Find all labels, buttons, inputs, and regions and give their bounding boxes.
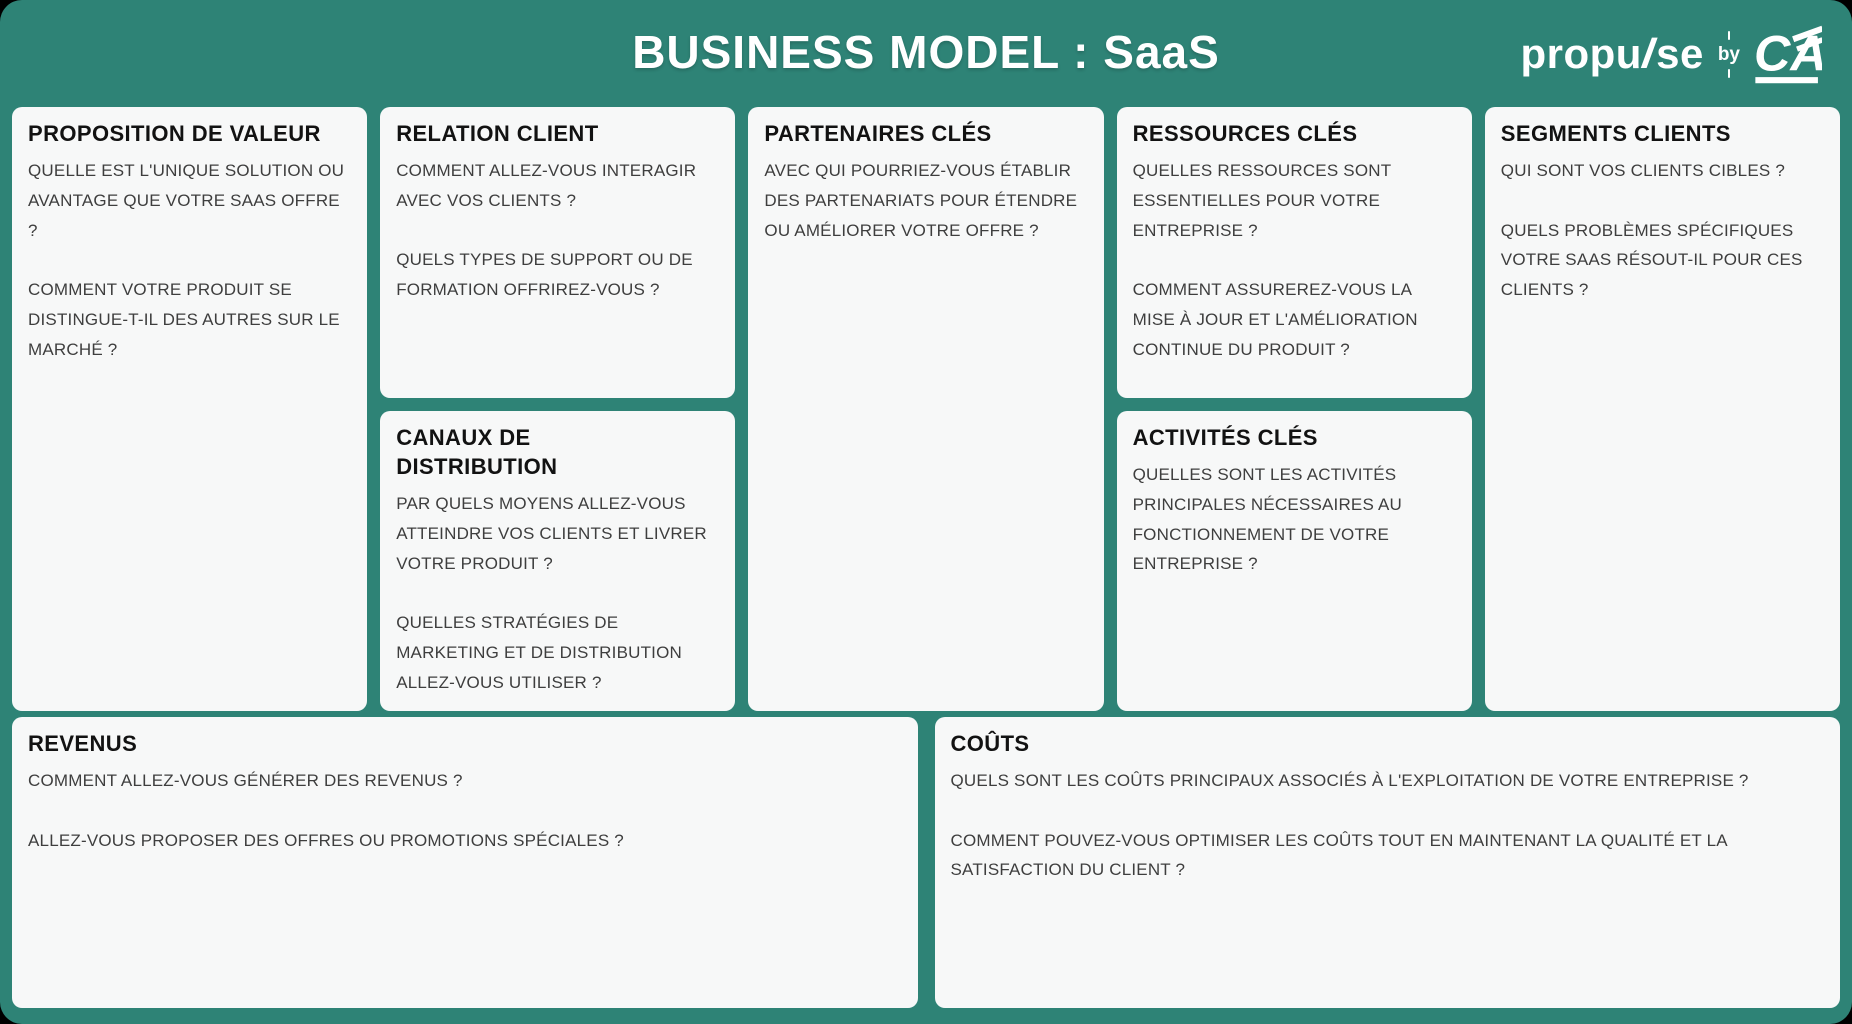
card-body: AVEC QUI POURRIEZ-VOUS ÉTABLIR DES PARTE… — [764, 161, 1078, 240]
wordmark-post: se — [1656, 30, 1704, 77]
card-body: QUELLES RESSOURCES SONT ESSENTIELLES POU… — [1132, 161, 1418, 359]
card-revenus: REVENUS COMMENT ALLEZ-VOUS GÉNÉRER DES R… — [12, 717, 918, 1008]
column-relation-canaux: RELATION CLIENT COMMENT ALLEZ-VOUS INTER… — [380, 107, 736, 712]
card-body: PAR QUELS MOYENS ALLEZ-VOUS ATTEINDRE VO… — [396, 494, 707, 692]
card-title: REVENUS — [28, 731, 138, 756]
by-dash-bottom-icon — [1727, 68, 1730, 78]
card-title: ACTIVITÉS CLÉS — [1132, 425, 1318, 450]
card-body: QUELLE EST L'UNIQUE SOLUTION OU AVANTAGE… — [28, 161, 345, 359]
by-dash-top-icon — [1727, 30, 1730, 40]
card-title: PROPOSITION DE VALEUR — [28, 121, 321, 146]
by-label: by — [1717, 43, 1740, 65]
card-canaux-de-distribution: CANAUX DE DISTRIBUTION PAR QUELS MOYENS … — [380, 411, 736, 712]
column-ressources-activites: RESSOURCES CLÉS QUELLES RESSOURCES SONT … — [1116, 107, 1472, 712]
card-activites-cles: ACTIVITÉS CLÉS QUELLES SONT LES ACTIVITÉ… — [1116, 411, 1472, 712]
card-body: COMMENT ALLEZ-VOUS GÉNÉRER DES REVENUS ?… — [28, 771, 624, 850]
card-segments-clients: SEGMENTS CLIENTS QUI SONT VOS CLIENTS CI… — [1484, 107, 1840, 712]
card-proposition-de-valeur: PROPOSITION DE VALEUR QUELLE EST L'UNIQU… — [12, 107, 368, 712]
card-ressources-cles: RESSOURCES CLÉS QUELLES RESSOURCES SONT … — [1116, 107, 1472, 398]
card-body: QUI SONT VOS CLIENTS CIBLES ? QUELS PROB… — [1500, 161, 1803, 300]
card-title: SEGMENTS CLIENTS — [1500, 121, 1731, 146]
card-body: QUELLES SONT LES ACTIVITÉS PRINCIPALES N… — [1132, 465, 1403, 574]
by-separator: by — [1717, 30, 1740, 78]
card-title: RELATION CLIENT — [396, 121, 599, 146]
credit-agricole-logo-icon: CA — [1754, 24, 1822, 84]
card-title: RESSOURCES CLÉS — [1132, 121, 1358, 146]
card-partenaires-cles: PARTENAIRES CLÉS AVEC QUI POURRIEZ-VOUS … — [748, 107, 1104, 712]
card-title: COÛTS — [950, 731, 1030, 756]
wordmark-pre: propu — [1520, 30, 1642, 77]
card-relation-client: RELATION CLIENT COMMENT ALLEZ-VOUS INTER… — [380, 107, 736, 398]
card-body: COMMENT ALLEZ-VOUS INTERAGIR AVEC VOS CL… — [396, 161, 697, 300]
canvas-bottom-grid: REVENUS COMMENT ALLEZ-VOUS GÉNÉRER DES R… — [12, 717, 1840, 1008]
card-body: QUELS SONT LES COÛTS PRINCIPAUX ASSOCIÉS… — [950, 771, 1749, 880]
card-title: PARTENAIRES CLÉS — [764, 121, 992, 146]
canvas-top-grid: PROPOSITION DE VALEUR QUELLE EST L'UNIQU… — [12, 107, 1840, 712]
page-title: BUSINESS MODEL : SaaS — [632, 25, 1220, 78]
card-title: CANAUX DE DISTRIBUTION — [396, 425, 558, 480]
card-couts: COÛTS QUELS SONT LES COÛTS PRINCIPAUX AS… — [934, 717, 1840, 1008]
